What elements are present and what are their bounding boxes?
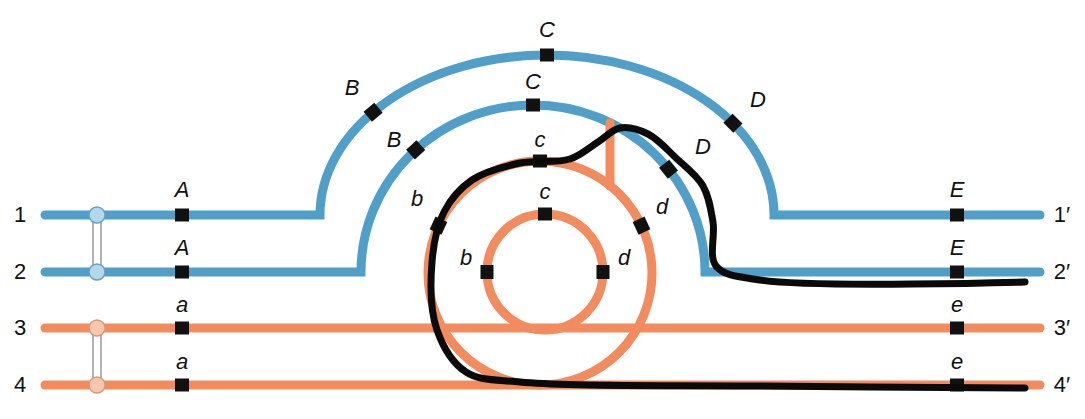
gene-label: c (534, 129, 547, 151)
gene-marker (481, 265, 494, 279)
hand-drawn-trace (431, 128, 1025, 388)
gene-marker (364, 103, 383, 122)
gene-label: e (950, 351, 964, 373)
gene-marker (175, 379, 189, 392)
gene-label: E (949, 237, 966, 259)
chromatid-number: 1′ (1054, 204, 1070, 226)
gene-label: E (949, 179, 966, 201)
gene-label: C (524, 71, 542, 93)
gene-label: A (174, 237, 191, 259)
gene-label: D (694, 136, 712, 158)
centromere (89, 377, 105, 393)
centromere (89, 320, 105, 336)
chromatid-2 (45, 105, 1040, 272)
chromatid-number: 4′ (1054, 374, 1070, 396)
gene-label: C (538, 19, 556, 41)
gene-label: D (749, 89, 767, 111)
inversion-loop-inner (487, 214, 603, 330)
gene-label: B (386, 129, 403, 151)
gene-marker (175, 266, 189, 279)
gene-marker (538, 208, 552, 221)
gene-marker (950, 266, 964, 279)
gene-label: A (174, 179, 191, 201)
centromere (89, 207, 105, 223)
chromatid-1 (45, 55, 1040, 215)
gene-label: a (175, 351, 189, 373)
gene-marker (633, 217, 651, 235)
gene-label: d (617, 247, 631, 269)
gene-marker (950, 322, 964, 335)
gene-label: b (410, 188, 424, 210)
gene-marker (540, 49, 554, 62)
chromatid-number: 4 (14, 374, 26, 396)
gene-label: a (175, 294, 189, 316)
gene-marker (175, 209, 189, 222)
gene-marker (175, 322, 189, 335)
gene-marker (723, 114, 742, 133)
chromatid-number: 3′ (1054, 317, 1070, 339)
gene-marker (950, 209, 964, 222)
gene-label: B (344, 77, 361, 99)
chromatid-number: 3 (14, 317, 26, 339)
chromatid-number: 2 (14, 261, 26, 283)
inversion-loop-outer (428, 161, 652, 385)
gene-marker (597, 265, 610, 279)
gene-marker (659, 160, 678, 179)
gene-label: c (539, 181, 552, 203)
gene-marker (526, 99, 540, 112)
centromere (89, 264, 105, 280)
gene-label: d (655, 196, 669, 218)
chromatid-number: 1 (14, 204, 26, 226)
gene-marker (406, 140, 425, 159)
gene-label: e (950, 294, 964, 316)
gene-label: b (459, 247, 473, 269)
chromatid-number: 2′ (1054, 261, 1070, 283)
